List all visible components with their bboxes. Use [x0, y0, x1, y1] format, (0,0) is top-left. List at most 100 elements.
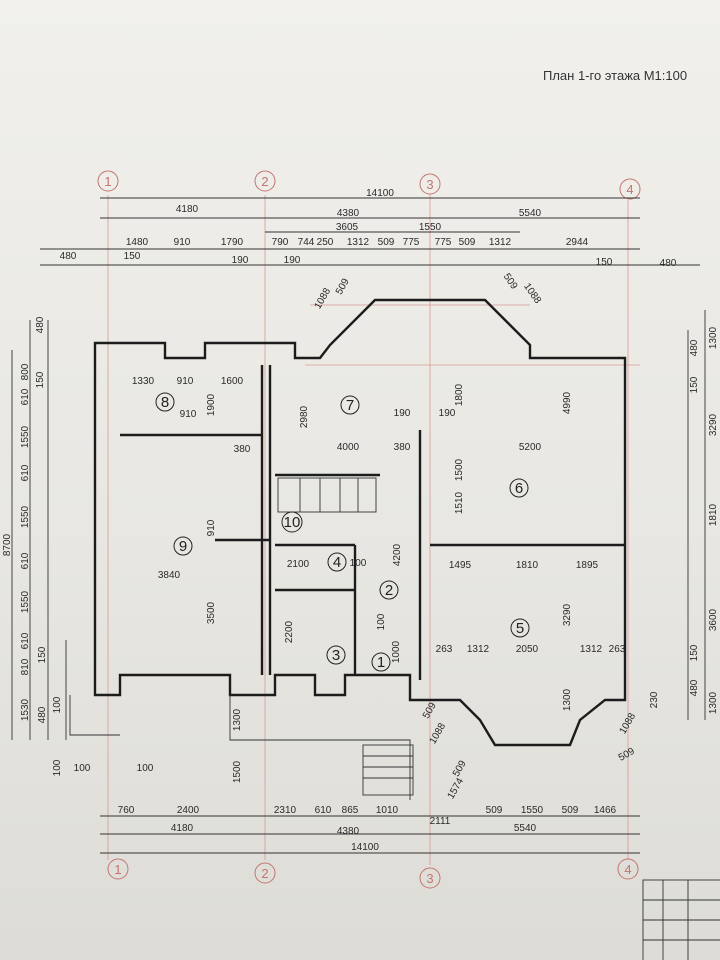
inner-dimension-texts: 1330 910 1600 910 1900 380 2980 190 190 … [132, 376, 626, 801]
dim-in-26: 100 [376, 613, 387, 630]
dim-right-0: 1300 [708, 326, 719, 349]
dim-in-22: 1810 [516, 560, 539, 571]
svg-text:10: 10 [284, 514, 301, 531]
dim-in-31: 1312 [580, 644, 603, 655]
dim-b1-9: 509 [562, 805, 579, 816]
dim-in-7: 190 [394, 408, 411, 419]
dim-in-11: 380 [394, 442, 411, 453]
axis-label-4-bottom: 4 [624, 862, 631, 877]
drawing-title: План 1-го этажа М1:100 [543, 68, 687, 83]
dim-in-6: 2980 [299, 405, 310, 428]
dim-right-11: 509 [617, 746, 637, 764]
axis-label-2-bottom: 2 [261, 866, 268, 881]
svg-text:5: 5 [516, 620, 524, 637]
dim-b1-0: 760 [118, 805, 135, 816]
dim-r3-8: 509 [378, 237, 395, 248]
axis-label-3-bottom: 3 [426, 871, 433, 886]
dim-bay-right-1088: 1088 [521, 281, 543, 306]
room-7: 7 [340, 395, 360, 415]
axis-bubble-1-bottom [107, 858, 129, 880]
stairs [277, 477, 414, 796]
dim-left-8: 610 [20, 552, 31, 569]
interior-walls [120, 365, 625, 680]
dim-top-3605: 3605 [336, 222, 359, 233]
dim-r3-6: 250 [317, 237, 334, 248]
axis-bubble-4-bottom [617, 858, 639, 880]
svg-text:1: 1 [377, 654, 385, 671]
dim-r3-12: 1312 [489, 237, 512, 248]
top-dimension-texts: 14100 4180 4380 5540 3605 1550 480 1480 … [60, 188, 677, 311]
dim-r4-0: 150 [124, 251, 141, 262]
dim-b1-2: 2310 [274, 805, 297, 816]
top-dimension-lines [40, 197, 700, 266]
dim-in-9: 1800 [454, 383, 465, 406]
svg-text:8: 8 [161, 394, 169, 411]
dim-in-24: 3500 [206, 601, 217, 624]
svg-text:3: 3 [332, 647, 340, 664]
dim-in-12: 5200 [519, 442, 542, 453]
dim-in-35: 1300 [232, 708, 243, 731]
svg-text:6: 6 [515, 480, 523, 497]
dim-in-37: 1088 [428, 721, 449, 746]
room-6: 6 [509, 478, 529, 498]
dim-in-38: 509 [421, 700, 439, 720]
svg-text:4: 4 [333, 554, 341, 571]
dim-in-14: 1500 [454, 458, 465, 481]
dim-r3-11: 509 [459, 237, 476, 248]
dim-in-27: 1000 [391, 640, 402, 663]
dim-right-4: 1810 [708, 503, 719, 526]
dim-top-overall: 14100 [366, 188, 394, 199]
dim-bay-left-509: 509 [334, 276, 352, 296]
dim-left-5: 1550 [20, 425, 31, 448]
dim-b1-3: 610 [315, 805, 332, 816]
dim-top-3-4: 5540 [519, 208, 542, 219]
dim-b1-5: 1010 [376, 805, 399, 816]
axis-bubble-3 [419, 173, 441, 195]
axis-bubbles: 1 2 3 4 1 2 3 4 [97, 170, 641, 889]
axis-label-3: 3 [426, 177, 433, 192]
dim-in-25: 2200 [284, 620, 295, 643]
dim-left-11: 810 [20, 658, 31, 675]
dim-right-3: 3290 [708, 413, 719, 436]
dim-r4-4: 480 [660, 258, 677, 269]
svg-text:9: 9 [179, 538, 187, 555]
dim-bay-right-509: 509 [501, 272, 520, 292]
dim-in-13: 4990 [562, 391, 573, 414]
dim-b1-4: 865 [342, 805, 359, 816]
dim-top-2-3: 4380 [337, 208, 360, 219]
room-8: 8 [155, 392, 175, 412]
dim-top-1550: 1550 [419, 222, 442, 233]
dim-right-6: 150 [689, 644, 700, 661]
room-5: 5 [510, 618, 530, 638]
room-9: 9 [173, 536, 193, 556]
dim-r3-13: 2944 [566, 237, 589, 248]
dim-r3-2: 910 [174, 237, 191, 248]
dim-in-29: 1312 [467, 644, 490, 655]
dim-in-16: 910 [206, 519, 217, 536]
dim-b2-0: 4180 [171, 823, 194, 834]
dim-left-3: 150 [35, 371, 46, 388]
dim-in-36: 1500 [232, 760, 243, 783]
title-block [642, 879, 720, 960]
walls [93, 298, 627, 747]
dim-left-6: 610 [20, 464, 31, 481]
room-2: 2 [379, 580, 399, 600]
dim-left-9: 1550 [20, 590, 31, 613]
room-labels: 1 2 3 4 5 6 7 8 [155, 392, 530, 672]
bottom-dimension-texts: 760 2400 2310 610 865 1010 2111 509 1550… [118, 805, 617, 853]
dim-left-18: 100 [137, 763, 154, 774]
dim-in-39: 1574 [446, 776, 467, 801]
dim-r3-3: 1790 [221, 237, 244, 248]
room-3: 3 [326, 645, 346, 665]
dim-left-14: 480 [37, 706, 48, 723]
porch-outline [69, 695, 411, 800]
dim-r3-9: 775 [403, 237, 420, 248]
dim-b2-1: 4380 [337, 826, 360, 837]
dim-b1-7: 509 [486, 805, 503, 816]
dim-r3-5: 744 [298, 237, 315, 248]
dim-right-7: 480 [689, 679, 700, 696]
axis-bubble-4 [619, 178, 641, 200]
dim-left-4: 610 [20, 388, 31, 405]
dim-right-9: 230 [649, 691, 660, 708]
